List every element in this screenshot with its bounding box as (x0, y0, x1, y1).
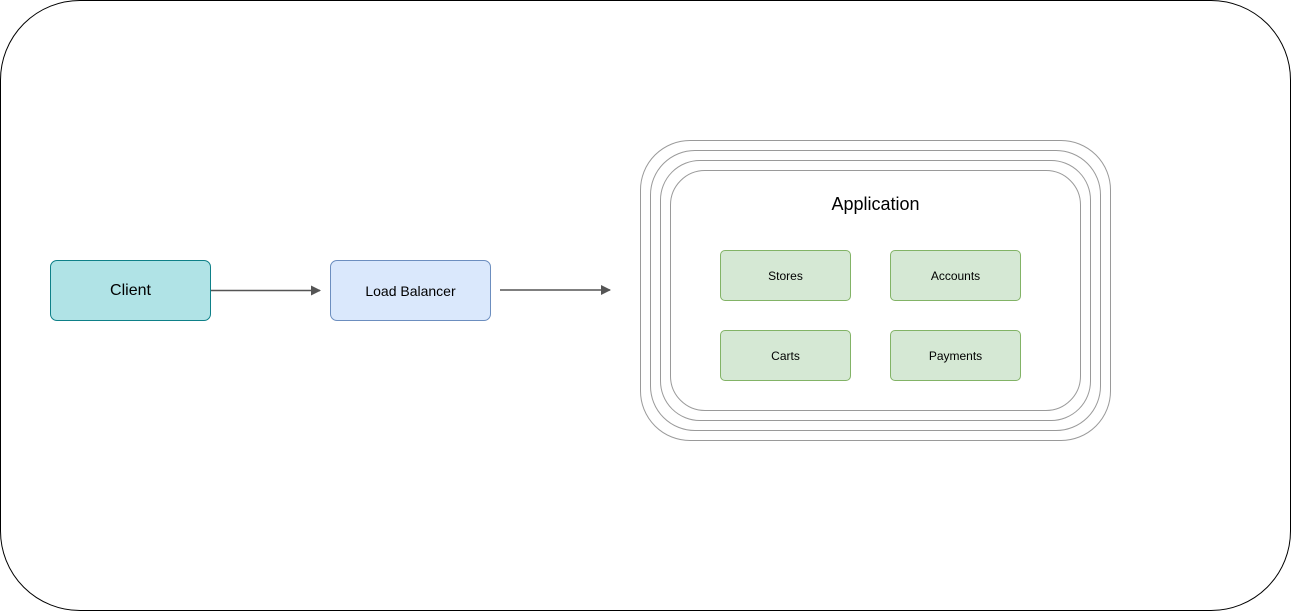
service-carts[interactable]: Carts (720, 330, 851, 381)
service-payments-label: Payments (928, 348, 983, 363)
service-payments[interactable]: Payments (890, 330, 1021, 381)
client-label: Client (110, 281, 151, 299)
application-ring-2 (650, 150, 1101, 431)
load-balancer-label: Load Balancer (365, 282, 456, 299)
load-balancer-node[interactable]: Load Balancer (330, 260, 491, 321)
service-accounts[interactable]: Accounts (890, 250, 1021, 301)
client-node[interactable]: Client (50, 260, 211, 321)
application-ring-3 (660, 160, 1091, 421)
application-container[interactable] (670, 170, 1081, 411)
service-stores[interactable]: Stores (720, 250, 851, 301)
service-stores-label: Stores (768, 268, 803, 283)
application-title: Application (831, 194, 920, 214)
service-accounts-label: Accounts (930, 268, 981, 283)
application-ring-outer (640, 140, 1111, 441)
service-carts-label: Carts (771, 348, 800, 363)
